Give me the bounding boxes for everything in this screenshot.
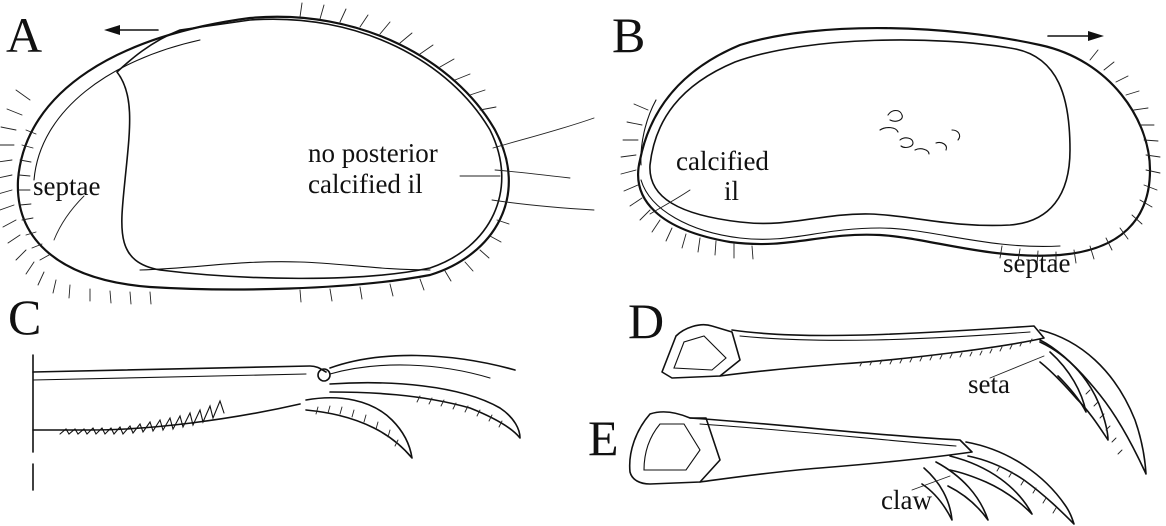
panel-b-direction-arrow bbox=[1048, 31, 1104, 41]
panel-b-label-il: il bbox=[724, 176, 739, 206]
panel-d-basal-joint-inner bbox=[674, 336, 726, 370]
panel-b-label-calcified: calcified bbox=[676, 146, 769, 176]
panel-a-letter: A bbox=[6, 7, 42, 63]
panel-c-long-seta-inner bbox=[330, 365, 490, 378]
panel-c-claw-upper-comb bbox=[417, 396, 502, 427]
panel-d-segment-inner bbox=[740, 332, 1030, 340]
panel-c-claw-lower bbox=[306, 398, 412, 458]
panel-b-label-septae: septae bbox=[1003, 248, 1070, 278]
panel-b-calcified-leader bbox=[650, 190, 690, 214]
panel-e-basal-joint bbox=[630, 412, 720, 484]
panel-e-label-claw: claw bbox=[881, 485, 932, 515]
panel-c-serration bbox=[60, 401, 224, 434]
panel-e-claw-2 bbox=[950, 456, 1032, 514]
panel-c-segment-lower bbox=[33, 404, 300, 430]
panel-d-basal-joint bbox=[662, 325, 740, 378]
panel-b-muscle-scars bbox=[880, 111, 960, 155]
panel-b: B calcified il septae bbox=[612, 7, 1160, 278]
panel-a-label-calcified-il: calcified il bbox=[308, 169, 423, 199]
panel-a-label-septae: septae bbox=[33, 171, 100, 201]
panel-e: E claw bbox=[588, 410, 1074, 524]
panel-a: A septae no posterior calcified il bbox=[0, 3, 594, 304]
panel-c-letter: C bbox=[8, 289, 41, 345]
panel-d-claw-2 bbox=[1040, 342, 1108, 440]
panel-d-ventral-spinules bbox=[860, 339, 1032, 366]
panel-d-label-seta: seta bbox=[968, 369, 1010, 399]
panel-b-inner-lamella bbox=[650, 40, 1070, 225]
panel-b-letter: B bbox=[612, 7, 645, 63]
panel-a-ventral-inner-line bbox=[140, 262, 430, 270]
panel-c-segment-upper bbox=[33, 366, 326, 372]
panel-e-basal-joint-inner bbox=[644, 424, 700, 470]
panel-e-segment-inner bbox=[700, 424, 956, 446]
panel-c-segment-upper-inner bbox=[33, 374, 306, 380]
panel-a-label-no-posterior: no posterior bbox=[308, 138, 438, 168]
panel-c-claw-upper bbox=[330, 383, 520, 438]
panel-d-letter: D bbox=[628, 293, 664, 349]
panel-a-direction-arrow bbox=[104, 25, 158, 35]
panel-c-claw-lower-comb bbox=[316, 406, 398, 446]
panel-a-septae-leader bbox=[54, 196, 84, 240]
panel-b-valve-outline bbox=[638, 28, 1150, 256]
panel-d: D seta bbox=[628, 293, 1146, 474]
panel-a-anterior-marginal-zone bbox=[34, 40, 200, 180]
panel-c: C bbox=[8, 289, 520, 490]
panel-e-letter: E bbox=[588, 410, 619, 466]
